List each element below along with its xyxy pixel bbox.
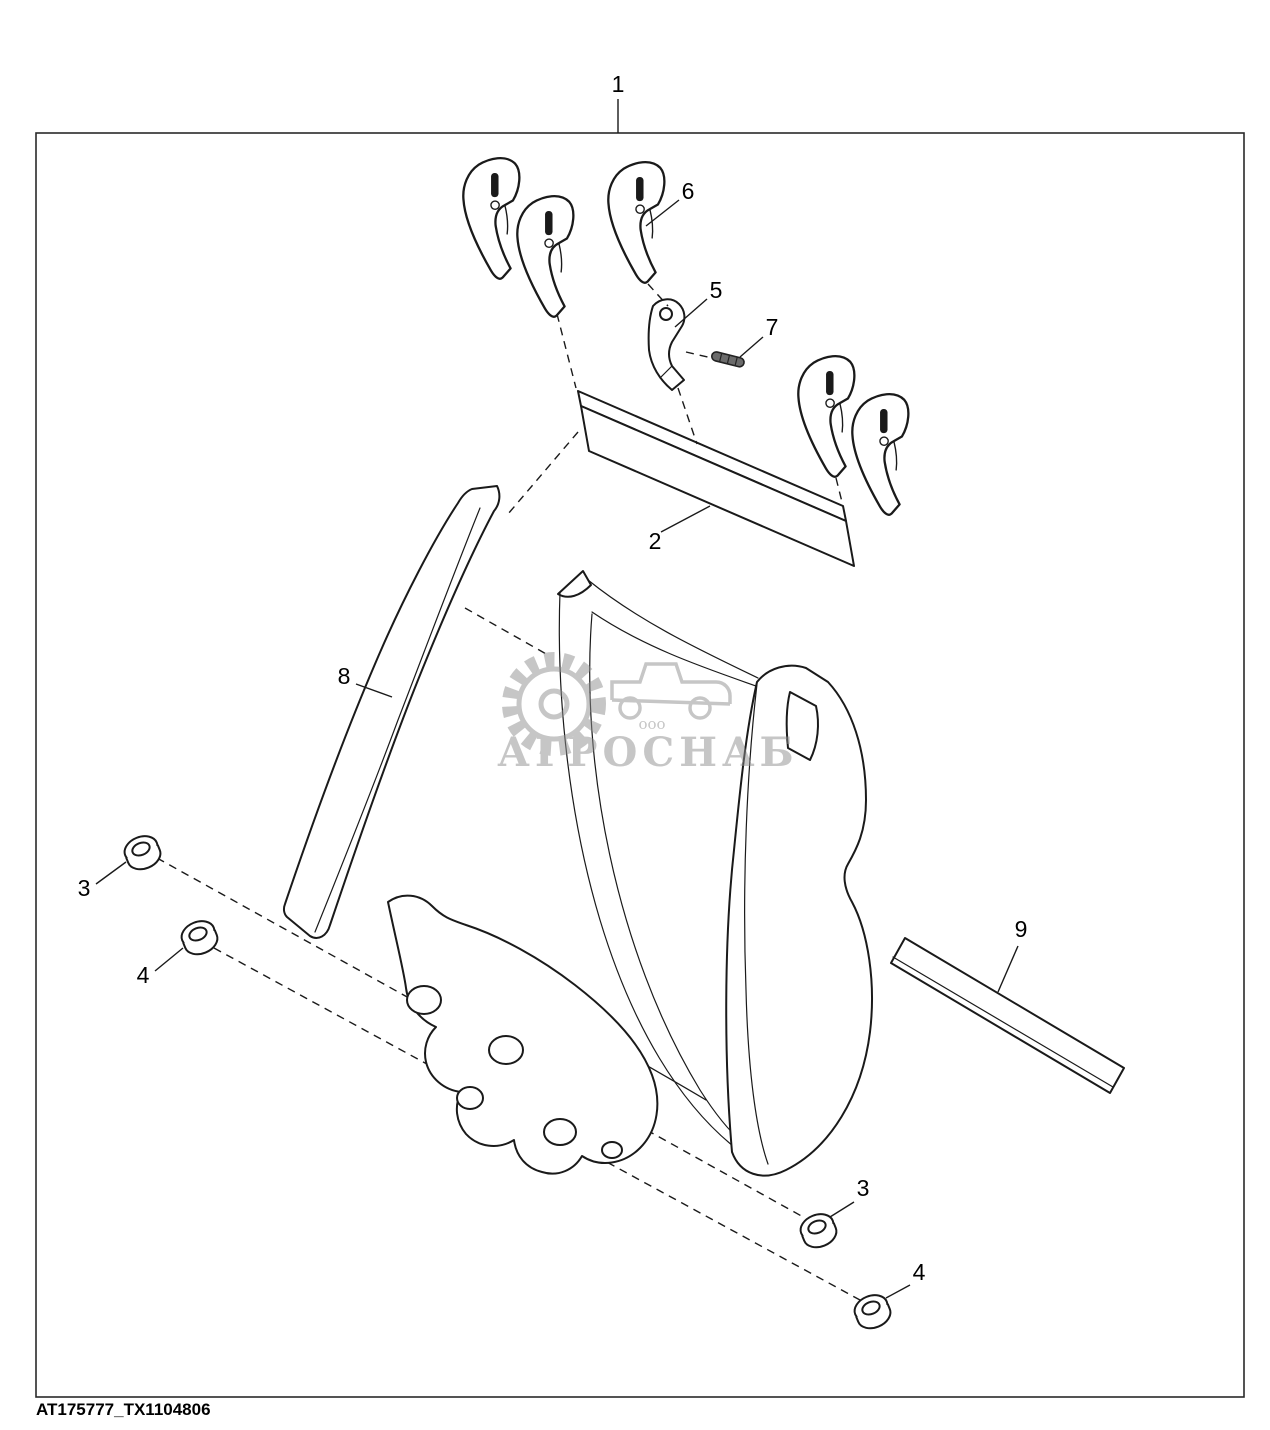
drawing-border (35, 132, 1245, 1398)
tooth-1 (462, 157, 521, 280)
cutting-edge (577, 390, 855, 567)
roll-pin (710, 351, 745, 368)
gear-icon (502, 652, 606, 756)
callout-5: 5 (710, 277, 723, 303)
tooth-2 (516, 195, 575, 318)
tooth-shank (647, 298, 686, 391)
tooth-3 (607, 161, 666, 284)
assembly-dashes (464, 283, 843, 656)
callout-7: 7 (766, 314, 779, 340)
bushing-upper-right (795, 1208, 842, 1253)
mounting-bracket (387, 894, 659, 1175)
watermark-small-text: ооо (638, 715, 665, 733)
callout-4-right: 4 (913, 1259, 926, 1285)
callout-4-left: 4 (137, 962, 150, 988)
drawing-number: AT175777_TX1104806 (36, 1400, 211, 1419)
callout-1: 1 (612, 71, 625, 97)
tooth-4 (797, 355, 856, 478)
bucket-lip (557, 570, 592, 598)
callout-3-right: 3 (857, 1175, 870, 1201)
wear-bar (890, 937, 1125, 1094)
bucket-side-plate (725, 664, 873, 1177)
bucket-body (387, 570, 873, 1177)
callout-leaders (95, 99, 1019, 1299)
callout-6: 6 (682, 178, 695, 204)
callout-2: 2 (649, 528, 662, 554)
tractor-icon (610, 662, 732, 720)
callout-9: 9 (1015, 916, 1028, 942)
callout-numbers: 1 6 5 7 2 8 3 4 9 3 4 (78, 71, 1028, 1285)
callout-8: 8 (338, 663, 351, 689)
watermark: ооо АГРОСНАБ (497, 652, 799, 776)
watermark-company-text: АГРОСНАБ (497, 729, 799, 776)
side-plate-notch (785, 691, 819, 761)
tooth-5 (851, 393, 910, 516)
side-cutter (282, 485, 501, 939)
bushing-lower-left (176, 915, 223, 960)
callout-3-left: 3 (78, 875, 91, 901)
bracket-holes (406, 985, 623, 1159)
bushing-upper-left (119, 830, 166, 875)
